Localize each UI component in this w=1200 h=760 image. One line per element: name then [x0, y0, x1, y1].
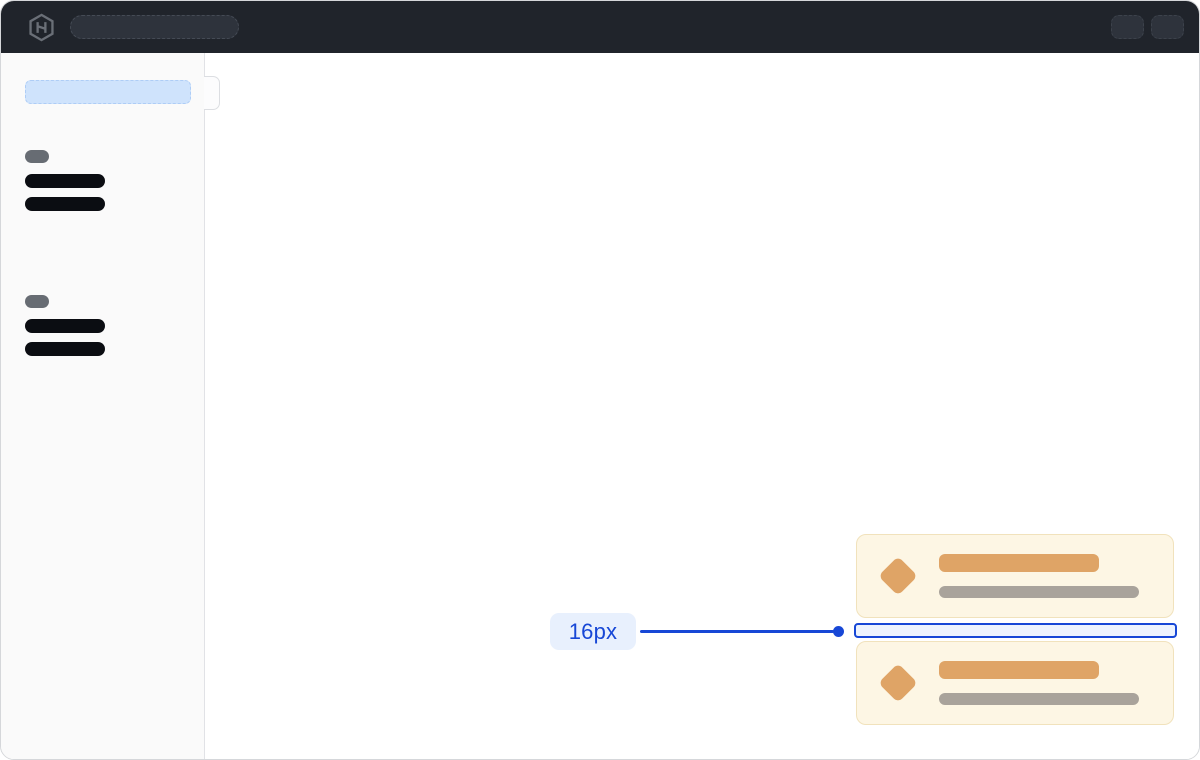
app-body: 16px	[1, 53, 1199, 759]
sidebar-selected-item-skeleton[interactable]	[25, 80, 191, 104]
spacing-value-label: 16px	[568, 618, 618, 644]
top-nav-bar	[1, 1, 1199, 53]
annotation-connector-line	[640, 630, 834, 633]
card-subtitle-skeleton	[939, 586, 1139, 598]
card-text-skeletons	[939, 554, 1139, 598]
topbar-actions	[1111, 15, 1184, 39]
sidebar-section-1	[25, 150, 204, 211]
card-1	[856, 534, 1174, 618]
spacing-value-badge: 16px	[550, 613, 636, 650]
gap-highlight-box	[854, 623, 1177, 638]
topbar-action-button-2[interactable]	[1151, 15, 1184, 39]
card-subtitle-skeleton	[939, 693, 1139, 705]
hashicorp-logo-icon	[29, 13, 54, 41]
sidebar-item-skeleton[interactable]	[25, 197, 105, 211]
diamond-icon	[878, 663, 918, 703]
card-2	[856, 641, 1174, 725]
card-stack	[854, 534, 1177, 725]
section-label-skeleton	[25, 150, 49, 163]
card-title-skeleton	[939, 661, 1099, 679]
sidebar-item-skeleton[interactable]	[25, 342, 105, 356]
sidebar	[1, 53, 220, 759]
diamond-icon	[878, 556, 918, 596]
annotation-connector-dot	[833, 626, 844, 637]
topbar-action-button-1[interactable]	[1111, 15, 1144, 39]
sidebar-item-skeleton[interactable]	[25, 174, 105, 188]
card-title-skeleton	[939, 554, 1099, 572]
sidebar-collapse-handle[interactable]	[204, 76, 220, 110]
main-content: 16px	[205, 53, 1199, 759]
card-text-skeletons	[939, 661, 1139, 705]
sidebar-section-2	[25, 295, 204, 356]
sidebar-item-skeleton[interactable]	[25, 319, 105, 333]
spacing-annotation: 16px	[550, 613, 844, 650]
section-label-skeleton	[25, 295, 49, 308]
topbar-search-skeleton[interactable]	[70, 15, 239, 39]
